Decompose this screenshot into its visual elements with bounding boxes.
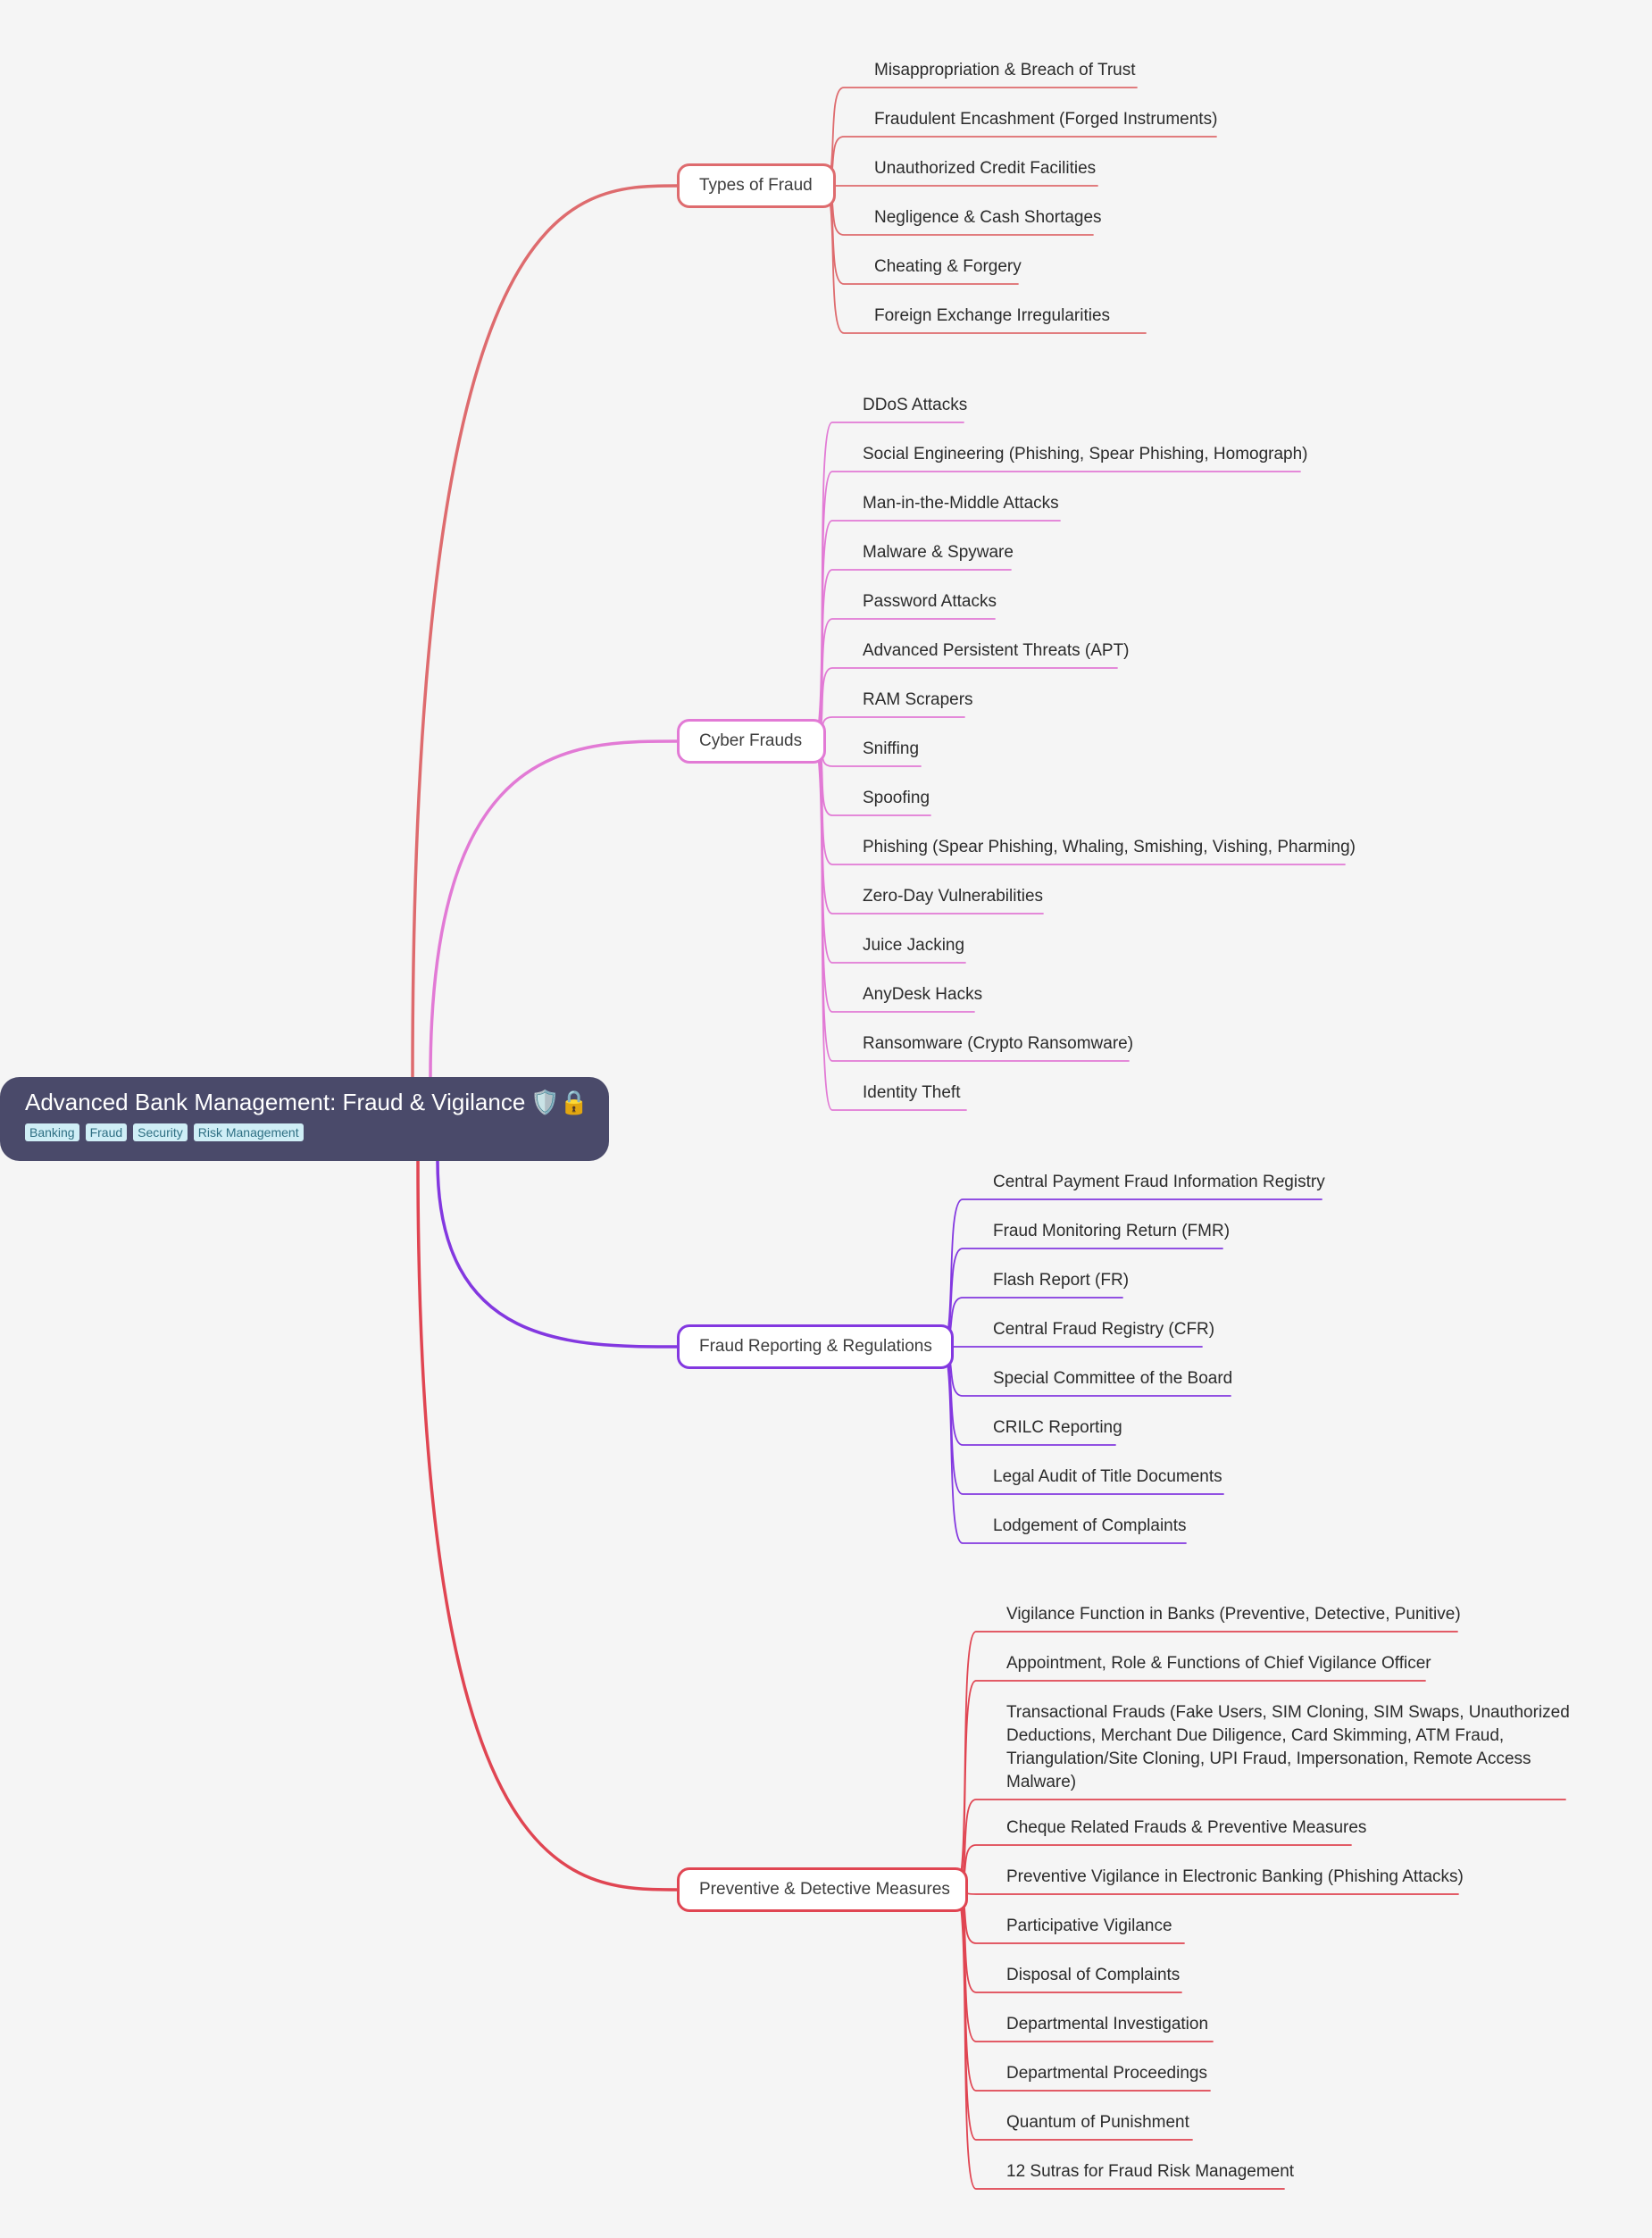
leaf-cyber-frauds-5[interactable]: Advanced Persistent Threats (APT) [863,641,1130,660]
leaf-preventive-and-detective-measures-6[interactable]: Disposal of Complaints [1006,1966,1181,1984]
tag-fraud[interactable]: Fraud [85,1123,128,1141]
leaf-cyber-frauds-13[interactable]: Ransomware (Crypto Ransomware) [863,1034,1134,1053]
leaf-cyber-frauds-1[interactable]: Social Engineering (Phishing, Spear Phis… [863,445,1308,463]
leaf-fraud-reporting-and-regulations-3[interactable]: Central Fraud Registry (CFR) [993,1320,1215,1339]
leaf-cyber-frauds-4[interactable]: Password Attacks [863,592,997,611]
leaf-fraud-reporting-and-regulations-2[interactable]: Flash Report (FR) [993,1271,1130,1290]
branch-node-preventive-and-detective-measures[interactable]: Preventive & Detective Measures [677,1867,968,1912]
cyber-frauds-leaf-connector [813,740,975,1013]
leaf-fraud-reporting-and-regulations-5[interactable]: CRILC Reporting [993,1418,1122,1437]
leaf-preventive-and-detective-measures-1[interactable]: Appointment, Role & Functions of Chief V… [1006,1654,1431,1673]
leaf-types-of-fraud-0[interactable]: Misappropriation & Breach of Trust [874,61,1136,79]
leaf-fraud-reporting-and-regulations-1[interactable]: Fraud Monitoring Return (FMR) [993,1222,1231,1240]
tag-security[interactable]: Security [133,1123,188,1141]
tag-list: Banking Fraud Security Risk Management [25,1123,584,1141]
leaf-types-of-fraud-2[interactable]: Unauthorized Credit Facilities [874,159,1097,178]
leaf-fraud-reporting-and-regulations-4[interactable]: Special Committee of the Board [993,1369,1233,1388]
preventive-and-detective-measures-connector [416,1159,679,1891]
leaf-preventive-and-detective-measures-2[interactable]: Transactional Frauds (Fake Users, SIM Cl… [1006,1703,1570,1791]
branch-node-cyber-frauds[interactable]: Cyber Frauds [677,719,826,764]
leaf-cyber-frauds-2[interactable]: Man-in-the-Middle Attacks [863,494,1059,513]
root-node[interactable]: Advanced Bank Management: Fraud & Vigila… [0,1077,609,1161]
leaf-preventive-and-detective-measures-4[interactable]: Preventive Vigilance in Electronic Banki… [1006,1867,1464,1886]
leaf-types-of-fraud-3[interactable]: Negligence & Cash Shortages [874,208,1102,227]
leaf-cyber-frauds-8[interactable]: Spoofing [863,789,930,807]
cyber-frauds-leaf-connector [813,618,996,742]
types-of-fraud-connector [411,184,679,1079]
tag-risk-management[interactable]: Risk Management [193,1123,304,1141]
leaf-preventive-and-detective-measures-7[interactable]: Departmental Investigation [1006,2015,1209,2033]
branch-node-fraud-reporting-and-regulations[interactable]: Fraud Reporting & Regulations [677,1324,954,1369]
leaf-cyber-frauds-11[interactable]: Juice Jacking [863,936,965,955]
leaf-types-of-fraud-5[interactable]: Foreign Exchange Irregularities [874,306,1111,325]
cyber-frauds-connector [429,739,679,1079]
leaf-fraud-reporting-and-regulations-7[interactable]: Lodgement of Complaints [993,1516,1187,1535]
leaf-preventive-and-detective-measures-0[interactable]: Vigilance Function in Banks (Preventive,… [1006,1605,1461,1624]
leaf-preventive-and-detective-measures-8[interactable]: Departmental Proceedings [1006,2064,1207,2083]
leaf-cyber-frauds-6[interactable]: RAM Scrapers [863,690,973,709]
leaf-fraud-reporting-and-regulations-6[interactable]: Legal Audit of Title Documents [993,1467,1222,1486]
leaf-preventive-and-detective-measures-10[interactable]: 12 Sutras for Fraud Risk Management [1006,2162,1295,2181]
fraud-reporting-and-regulations-connector [436,1159,679,1349]
preventive-and-detective-measures-leaf-connector [955,1889,1459,1895]
leaf-cyber-frauds-7[interactable]: Sniffing [863,739,920,758]
leaf-cyber-frauds-10[interactable]: Zero-Day Vulnerabilities [863,887,1044,906]
leaf-preventive-and-detective-measures-3[interactable]: Cheque Related Frauds & Preventive Measu… [1006,1818,1367,1837]
leaf-preventive-and-detective-measures-5[interactable]: Participative Vigilance [1006,1916,1172,1935]
leaf-types-of-fraud-1[interactable]: Fraudulent Encashment (Forged Instrument… [874,110,1218,129]
leaf-cyber-frauds-3[interactable]: Malware & Spyware [863,543,1014,562]
leaf-cyber-frauds-9[interactable]: Phishing (Spear Phishing, Whaling, Smish… [863,838,1356,856]
shield-lock-icon: 🛡️🔒 [530,1090,589,1116]
leaf-cyber-frauds-12[interactable]: AnyDesk Hacks [863,985,983,1004]
leaf-cyber-frauds-14[interactable]: Identity Theft [863,1083,961,1102]
tag-banking[interactable]: Banking [25,1123,79,1141]
leaf-cyber-frauds-0[interactable]: DDoS Attacks [863,396,968,414]
branch-node-types-of-fraud[interactable]: Types of Fraud [677,163,836,208]
leaf-preventive-and-detective-measures-9[interactable]: Quantum of Punishment [1006,2113,1189,2132]
leaf-fraud-reporting-and-regulations-0[interactable]: Central Payment Fraud Information Regist… [993,1173,1325,1191]
leaf-types-of-fraud-4[interactable]: Cheating & Forgery [874,257,1022,276]
root-title: Advanced Bank Management: Fraud & Vigila… [25,1089,589,1116]
